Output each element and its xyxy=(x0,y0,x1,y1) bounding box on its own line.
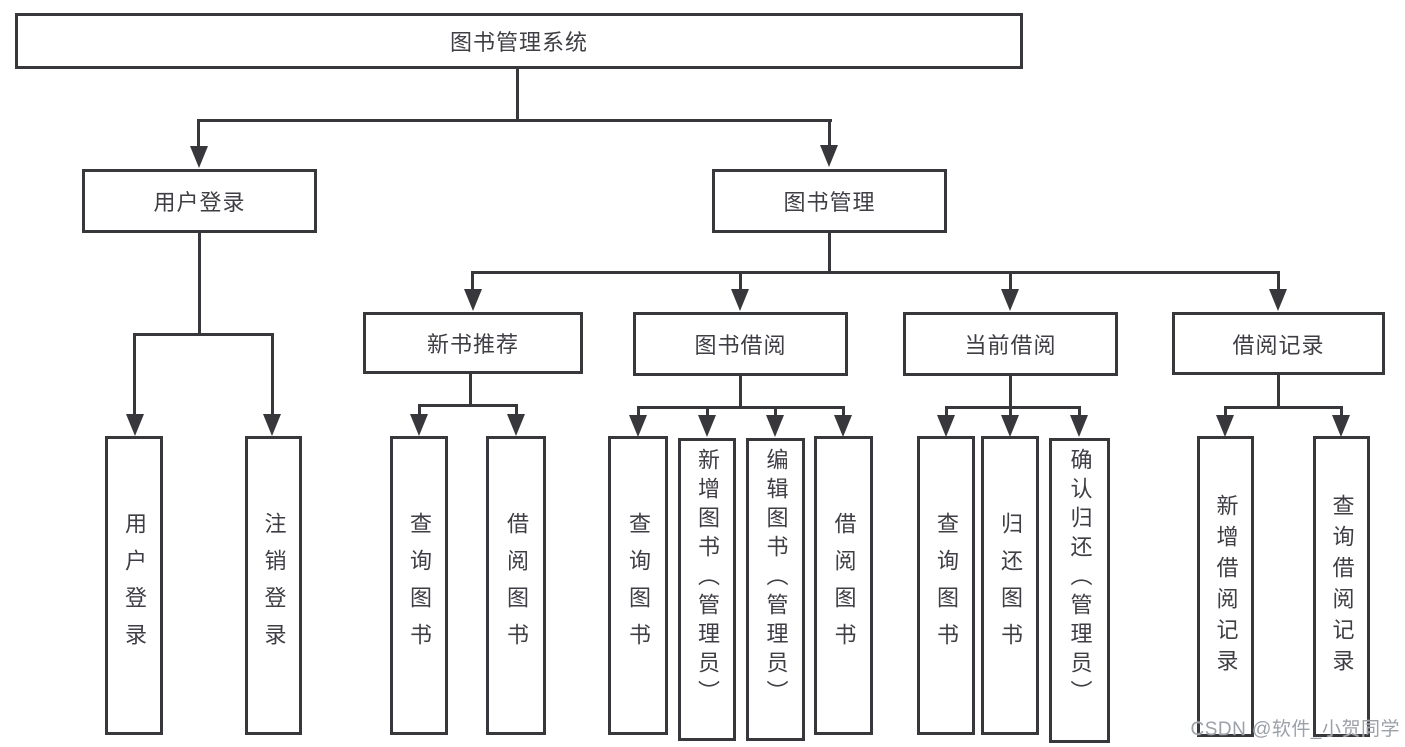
leaf-user-login-label: 用户登录 xyxy=(122,511,147,660)
leaf-records-query-record-label: 查询借阅记录 xyxy=(1329,493,1355,680)
arrow-borrow-leaf1 xyxy=(629,415,647,437)
connector-borrow-leaf2 xyxy=(706,406,709,415)
node-book-management-label: 图书管理 xyxy=(783,190,876,215)
leaf-borrow-add-books-admin-label: 新增图书（管理员） xyxy=(695,448,720,709)
arrow-current-leaf2 xyxy=(1001,415,1019,437)
leaf-logout-login-label: 注销登录 xyxy=(261,511,287,660)
arrow-to-leaf-logout xyxy=(263,414,281,436)
connector-to-borrow-records xyxy=(1277,271,1280,291)
connector-current-rail xyxy=(945,406,1080,409)
arrow-records-leaf2 xyxy=(1332,415,1350,437)
connector-current-leaf2 xyxy=(1009,406,1012,415)
leaf-current-confirm-return-admin-label: 确认归还（管理员） xyxy=(1067,448,1093,709)
connector-book-borrow-rail xyxy=(637,406,844,409)
connector-records-leaf2 xyxy=(1340,406,1343,415)
leaf-borrow-add-books-admin: 新增图书（管理员） xyxy=(678,438,736,741)
arrow-to-book-borrow xyxy=(731,289,749,311)
arrow-newbook-leaf1 xyxy=(410,414,428,436)
leaf-records-query-record: 查询借阅记录 xyxy=(1313,436,1370,737)
leaf-newbook-borrow-books: 借阅图书 xyxy=(486,436,546,735)
csdn-watermark: CSDN @软件_小贺同学 xyxy=(1190,719,1400,740)
leaf-current-confirm-return-admin: 确认归还（管理员） xyxy=(1049,438,1110,743)
connector-newbook-leaf1 xyxy=(418,404,421,415)
arrow-to-borrow-records xyxy=(1269,289,1287,311)
leaf-borrow-query-books-label: 查询图书 xyxy=(626,511,651,660)
node-book-management: 图书管理 xyxy=(712,169,947,233)
arrow-borrow-leaf2 xyxy=(698,415,716,437)
connector-book-borrow-trunk xyxy=(739,375,742,408)
leaf-borrow-edit-books-admin: 编辑图书（管理员） xyxy=(746,438,805,741)
connector-records-trunk xyxy=(1277,374,1280,408)
leaf-logout-login: 注销登录 xyxy=(245,436,302,735)
node-book-borrow: 图书借阅 xyxy=(633,312,848,376)
node-book-borrow-label: 图书借阅 xyxy=(694,333,787,358)
arrow-newbook-leaf2 xyxy=(507,414,525,436)
leaf-newbook-query-books: 查询图书 xyxy=(390,436,448,735)
arrow-to-new-book xyxy=(464,289,482,311)
arrow-to-book-management xyxy=(820,145,838,167)
leaf-borrow-edit-books-admin-label: 编辑图书（管理员） xyxy=(763,448,789,709)
arrow-current-leaf1 xyxy=(937,415,955,437)
connector-level2-rail xyxy=(197,119,832,122)
leaf-borrow-borrow-books-label: 借阅图书 xyxy=(831,511,857,660)
node-user-login-label: 用户登录 xyxy=(153,190,246,215)
connector-user-login-trunk xyxy=(198,231,201,336)
connector-to-leaf-logout xyxy=(271,333,274,414)
connector-to-user-login xyxy=(197,119,200,148)
connector-borrow-leaf1 xyxy=(637,406,640,415)
node-borrow-records-label: 借阅记录 xyxy=(1232,332,1325,358)
arrow-records-leaf1 xyxy=(1216,415,1234,437)
node-root-system: 图书管理系统 xyxy=(15,13,1023,69)
arrow-borrow-leaf3 xyxy=(766,415,784,437)
connector-level3-rail xyxy=(471,271,1280,274)
leaf-borrow-query-books: 查询图书 xyxy=(608,436,668,735)
connector-current-leaf3 xyxy=(1078,406,1081,415)
node-user-login: 用户登录 xyxy=(82,169,317,233)
leaf-current-query-books-label: 查询图书 xyxy=(934,511,959,660)
leaf-records-add-record: 新增借阅记录 xyxy=(1197,436,1254,737)
arrow-to-current-borrow xyxy=(1001,289,1019,311)
connector-records-rail xyxy=(1224,406,1342,409)
node-current-borrow: 当前借阅 xyxy=(903,312,1118,376)
leaf-borrow-borrow-books: 借阅图书 xyxy=(814,436,873,735)
leaf-newbook-borrow-books-label: 借阅图书 xyxy=(504,511,529,660)
node-borrow-records: 借阅记录 xyxy=(1172,312,1385,375)
leaf-newbook-query-books-label: 查询图书 xyxy=(407,511,432,660)
node-new-book-recommend-label: 新书推荐 xyxy=(426,332,519,357)
arrow-current-leaf3 xyxy=(1070,415,1088,437)
node-current-borrow-label: 当前借阅 xyxy=(964,333,1057,358)
arrow-to-leaf-user-login xyxy=(126,414,144,436)
node-root-label: 图书管理系统 xyxy=(449,30,588,55)
leaf-current-query-books: 查询图书 xyxy=(917,436,975,735)
leaf-records-add-record-label: 新增借阅记录 xyxy=(1213,493,1239,680)
connector-to-current-borrow xyxy=(1009,271,1012,291)
connector-newbook-leaf2 xyxy=(515,404,518,415)
connector-book-management-trunk xyxy=(828,231,831,273)
connector-user-login-rail xyxy=(133,333,274,336)
leaf-current-return-books-label: 归还图书 xyxy=(998,511,1023,660)
connector-to-book-borrow xyxy=(739,271,742,291)
connector-current-trunk xyxy=(1009,375,1012,408)
connector-new-book-trunk xyxy=(469,373,472,406)
connector-borrow-leaf4 xyxy=(842,406,845,415)
connector-records-leaf1 xyxy=(1224,406,1227,415)
connector-to-book-management xyxy=(828,119,831,148)
leaf-user-login: 用户登录 xyxy=(105,436,163,735)
connector-to-leaf-user-login xyxy=(133,333,136,414)
connector-borrow-leaf3 xyxy=(774,406,777,415)
node-new-book-recommend: 新书推荐 xyxy=(363,312,583,374)
arrow-to-user-login xyxy=(190,146,208,168)
connector-new-book-rail xyxy=(418,404,518,407)
connector-current-leaf1 xyxy=(945,406,948,415)
connector-root-trunk xyxy=(516,67,519,121)
leaf-current-return-books: 归还图书 xyxy=(981,436,1039,735)
connector-to-new-book xyxy=(471,271,474,291)
arrow-borrow-leaf4 xyxy=(834,415,852,437)
